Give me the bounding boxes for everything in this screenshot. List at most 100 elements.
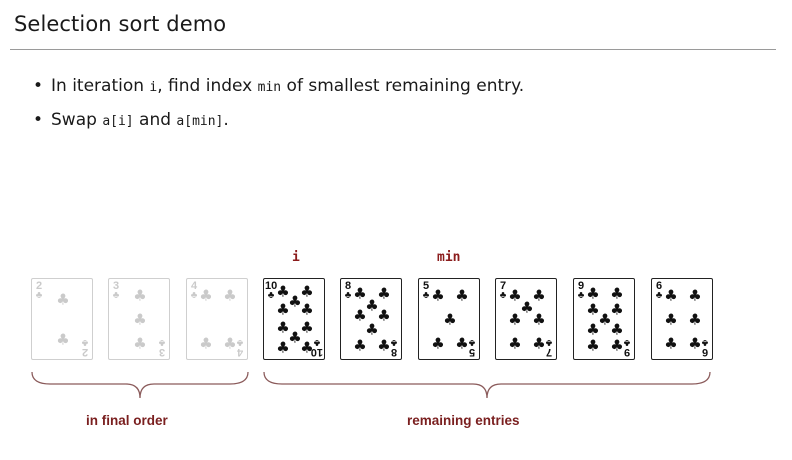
club-pip-icon: ♣	[377, 306, 391, 325]
card-corner-index: 3♣	[110, 281, 122, 301]
club-pip-icon: ♣	[688, 286, 702, 305]
card-corner-index: 3♣	[156, 337, 168, 358]
club-pip-icon: ♣	[365, 320, 379, 339]
bullet2-text-mid: and	[133, 110, 177, 130]
club-pip-icon: ♣	[610, 284, 624, 303]
bullet1-text-pre: In iteration	[51, 76, 150, 96]
club-pip-icon: ♣	[586, 320, 600, 339]
bullet2-code-amin: a[min]	[176, 114, 224, 129]
club-suit-icon: ♣	[577, 290, 585, 301]
club-pip-icon: ♣	[586, 284, 600, 303]
club-pip-icon: ♣	[532, 334, 546, 353]
bullet-list: In iteration i, find index min of smalle…	[33, 76, 524, 144]
slide-title: Selection sort demo	[14, 12, 227, 36]
playing-card-10-clubs: 10♣10♣♣♣♣♣♣♣♣♣♣♣	[263, 278, 325, 360]
bullet2-text-pre: Swap	[51, 110, 103, 130]
card-rank: 2	[35, 280, 43, 292]
playing-card-8-clubs: 8♣8♣♣♣♣♣♣♣♣♣	[340, 278, 402, 360]
club-pip-icon: ♣	[610, 300, 624, 319]
bullet2-text-post: .	[223, 110, 229, 130]
bullet1-text-post: of smallest remaining entry.	[281, 76, 525, 96]
club-pip-icon: ♣	[455, 286, 469, 305]
bullet1-code-min: min	[257, 80, 282, 95]
card-corner-index: 9♣	[575, 281, 587, 301]
club-suit-icon: ♣	[422, 290, 430, 301]
club-pip-icon: ♣	[276, 300, 290, 319]
club-pip-icon: ♣	[133, 334, 147, 353]
card-corner-index: 6♣	[653, 281, 665, 301]
club-suit-icon: ♣	[158, 337, 166, 348]
club-pip-icon: ♣	[276, 318, 290, 337]
club-suit-icon: ♣	[344, 290, 352, 301]
card-rank: 6	[655, 280, 663, 292]
club-pip-icon: ♣	[353, 284, 367, 303]
club-pip-icon: ♣	[431, 286, 445, 305]
club-pip-icon: ♣	[276, 338, 290, 357]
bullet2-code-ai: a[i]	[102, 114, 134, 129]
club-pip-icon: ♣	[199, 334, 213, 353]
club-pip-icon: ♣	[688, 334, 702, 353]
playing-card-2-clubs: 2♣2♣♣♣	[31, 278, 93, 360]
club-pip-icon: ♣	[664, 286, 678, 305]
club-suit-icon: ♣	[655, 290, 663, 301]
card-corner-index: 4♣	[188, 281, 200, 301]
club-pip-icon: ♣	[586, 300, 600, 319]
club-pip-icon: ♣	[688, 310, 702, 329]
club-pip-icon: ♣	[353, 306, 367, 325]
club-pip-icon: ♣	[56, 290, 70, 309]
club-pip-icon: ♣	[300, 338, 314, 357]
club-pip-icon: ♣	[133, 286, 147, 305]
label-remaining-entries: remaining entries	[407, 413, 520, 428]
club-suit-icon: ♣	[35, 290, 43, 301]
club-pip-icon: ♣	[377, 336, 391, 355]
card-corner-index: 2♣	[79, 337, 91, 358]
club-pip-icon: ♣	[598, 310, 612, 329]
club-suit-icon: ♣	[81, 337, 89, 348]
club-pip-icon: ♣	[532, 286, 546, 305]
card-corner-index: 8♣	[342, 281, 354, 301]
label-final-order: in final order	[86, 413, 168, 428]
card-corner-index: 5♣	[420, 281, 432, 301]
club-pip-icon: ♣	[288, 328, 302, 347]
club-pip-icon: ♣	[586, 336, 600, 355]
brace-final-order	[31, 371, 249, 399]
playing-card-3-clubs: 3♣3♣♣♣♣	[108, 278, 170, 360]
card-corner-index: 2♣	[33, 281, 45, 301]
club-pip-icon: ♣	[353, 336, 367, 355]
bullet1-code-i: i	[149, 80, 158, 95]
card-corner-index: 7♣	[497, 281, 509, 301]
card-corner-index: 10♣	[265, 281, 277, 301]
playing-card-6-clubs: 6♣6♣♣♣♣♣♣♣	[651, 278, 713, 360]
bullet-swap: Swap a[i] and a[min].	[33, 110, 524, 132]
club-pip-icon: ♣	[455, 334, 469, 353]
card-rank: 10	[265, 280, 278, 292]
playing-card-4-clubs: 4♣4♣♣♣♣♣	[186, 278, 248, 360]
club-pip-icon: ♣	[300, 318, 314, 337]
title-divider	[10, 49, 776, 50]
club-pip-icon: ♣	[508, 334, 522, 353]
club-pip-icon: ♣	[56, 330, 70, 349]
card-rank: 5	[422, 280, 430, 292]
card-rank: 8	[344, 280, 352, 292]
club-pip-icon: ♣	[431, 334, 445, 353]
club-pip-icon: ♣	[288, 292, 302, 311]
club-pip-icon: ♣	[223, 286, 237, 305]
club-pip-icon: ♣	[610, 320, 624, 339]
playing-card-7-clubs: 7♣7♣♣♣♣♣♣♣♣	[495, 278, 557, 360]
playing-card-9-clubs: 9♣9♣♣♣♣♣♣♣♣♣♣	[573, 278, 635, 360]
playing-card-5-clubs: 5♣5♣♣♣♣♣♣	[418, 278, 480, 360]
card-rank: 4	[190, 280, 198, 292]
club-pip-icon: ♣	[276, 282, 290, 301]
bullet1-text-mid: , find index	[157, 76, 258, 96]
club-pip-icon: ♣	[520, 298, 534, 317]
card-rank: 9	[577, 280, 585, 292]
club-pip-icon: ♣	[300, 300, 314, 319]
club-pip-icon: ♣	[508, 286, 522, 305]
club-pip-icon: ♣	[443, 310, 457, 329]
club-pip-icon: ♣	[610, 336, 624, 355]
club-pip-icon: ♣	[508, 310, 522, 329]
club-pip-icon: ♣	[133, 310, 147, 329]
club-suit-icon: ♣	[112, 290, 120, 301]
club-pip-icon: ♣	[664, 334, 678, 353]
club-suit-icon: ♣	[267, 290, 275, 301]
